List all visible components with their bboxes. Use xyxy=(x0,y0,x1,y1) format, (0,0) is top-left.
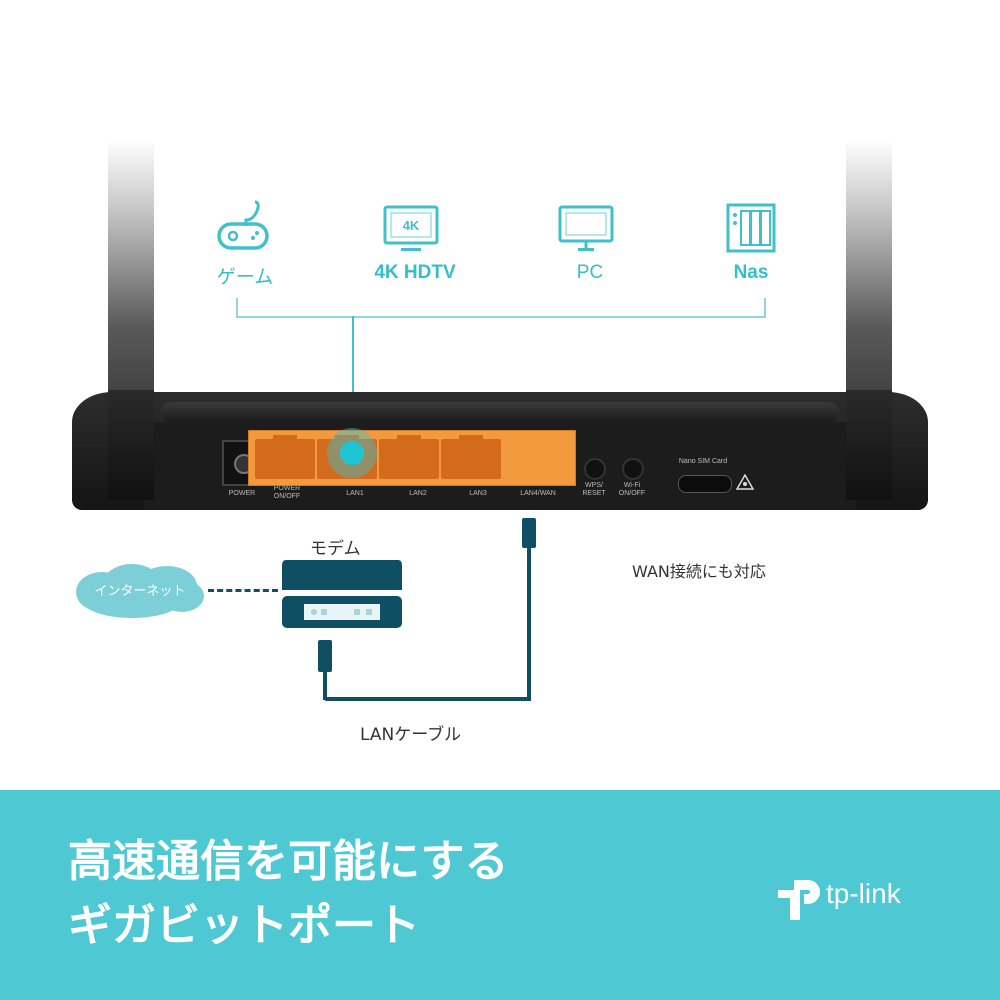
lan-port-block xyxy=(248,430,576,486)
cable-plug-modem xyxy=(318,640,332,672)
highlight-dot xyxy=(340,441,364,465)
power-switch-label: POWER ON/OFF xyxy=(273,485,301,500)
wifi-toggle-label: Wi-Fi ON/OFF xyxy=(618,482,646,497)
cloud-icon xyxy=(76,564,204,618)
cable-segment xyxy=(323,697,531,701)
banner-line-1: 高速通信を可能にする xyxy=(68,836,509,887)
modem-device xyxy=(280,560,405,630)
tplink-logo-icon xyxy=(778,880,820,920)
lan3-label: LAN3 xyxy=(469,490,487,497)
wan-note: WAN接続にも対応 xyxy=(632,562,766,581)
modem-icon xyxy=(282,560,402,628)
banner-line-2: ギガビットポート xyxy=(68,900,420,951)
device-tv: 4K xyxy=(383,205,443,255)
lan2-label: LAN2 xyxy=(409,490,427,497)
wps-reset-label: WPS/ RESET xyxy=(582,482,606,497)
device-label-game: ゲーム xyxy=(216,267,274,288)
tv-4k-icon: 4K xyxy=(383,205,439,251)
lan1-label: LAN1 xyxy=(346,490,364,497)
brand-name: tp-link xyxy=(826,878,901,909)
connector-line xyxy=(352,316,354,451)
monitor-icon xyxy=(558,205,614,251)
device-label-nas: Nas xyxy=(733,262,769,283)
cable-plug-router xyxy=(522,518,536,548)
cable-label: LANケーブル xyxy=(360,725,462,745)
bracket-line xyxy=(236,316,766,318)
tplink-logo: tp-link xyxy=(774,872,964,922)
device-label-tv: 4K HDTV xyxy=(374,262,456,283)
device-pc xyxy=(558,205,618,255)
device-nas xyxy=(726,203,776,255)
cable-segment xyxy=(323,670,327,700)
svg-text:4K: 4K xyxy=(403,218,420,233)
internet-label: インターネット xyxy=(94,584,186,599)
router-top-edge xyxy=(162,402,838,422)
modem-label: モデム xyxy=(310,539,361,559)
lan3-port[interactable] xyxy=(379,435,439,479)
device-label-pc: PC xyxy=(576,262,604,283)
right-antenna-base xyxy=(846,390,892,500)
cable-segment xyxy=(527,540,531,701)
bracket-line xyxy=(764,298,766,318)
left-antenna-base xyxy=(108,390,154,500)
power-label: POWER xyxy=(228,490,256,497)
warning-icon xyxy=(735,473,755,490)
sim-label: Nano SIM Card xyxy=(678,458,728,465)
bracket-line xyxy=(236,298,238,318)
sim-slot[interactable] xyxy=(678,475,732,493)
device-gamepad xyxy=(215,200,275,260)
wifi-toggle-button[interactable] xyxy=(622,458,644,480)
lan4-wan-port[interactable] xyxy=(441,435,501,479)
nas-icon xyxy=(726,203,776,253)
internet-cloud xyxy=(72,560,207,620)
lan1-port[interactable] xyxy=(255,435,315,479)
bottom-banner xyxy=(0,790,1000,1000)
wps-reset-button[interactable] xyxy=(584,458,606,480)
gamepad-icon xyxy=(217,200,269,250)
dashed-link xyxy=(208,589,278,592)
lan4-wan-label: LAN4/WAN xyxy=(520,490,556,497)
banner-title: 高速通信を可能にする ギガビットポート xyxy=(68,830,508,958)
